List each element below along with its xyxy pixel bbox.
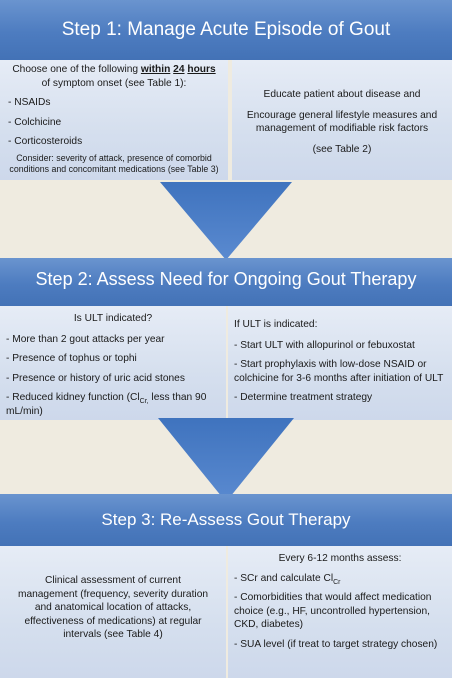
step3-clinical-assessment: Clinical assessment of current managemen… [17,575,209,640]
step1-lifestyle-text: Encourage general lifestyle measures and… [246,109,438,135]
step3-header: Step 3: Re-Assess Gout Therapy [0,494,452,546]
step3-item-sua: - SUA level (if treat to target strategy… [234,638,438,650]
step2-left-panel: Is ULT indicated? - More than 2 gout att… [0,306,226,420]
step2-if-ult: If ULT is indicated: [234,319,318,330]
step1-item-colchicine: - Colchicine [8,116,62,128]
step1-left-panel: Choose one of the following within 24 ho… [0,60,228,180]
step2-right-panel: If ULT is indicated: - Start ULT with al… [228,306,452,420]
step2-action-prophylaxis: - Start prophylaxis with low-dose NSAID … [234,359,444,384]
step2-action-start-ult: - Start ULT with allopurinol or febuxost… [234,339,415,351]
step1-item-corticosteroids: - Corticosteroids [8,136,83,147]
step2-action-strategy: - Determine treatment strategy [234,392,373,403]
step2-criterion-stones: - Presence or history of uric acid stone… [6,372,185,384]
step1-table-ref: (see Table 2) [312,143,372,155]
step1-intro: Choose one of the following within 24 ho… [12,64,216,89]
arrow-down-1 [160,182,292,260]
step1-consider-note: Consider: severity of attack, presence o… [9,152,219,174]
step2-criterion-tophi: - Presence of tophus or tophi [6,353,137,364]
step3-title: Step 3: Re-Assess Gout Therapy [101,510,351,529]
step2-criterion-kidney: - Reduced kidney function (ClCr, less th… [6,392,207,417]
step3-right-panel: Every 6-12 months assess: - SCr and calc… [228,546,452,678]
step2-title: Step 2: Assess Need for Ongoing Gout The… [35,269,417,289]
step1-header: Step 1: Manage Acute Episode of Gout [0,0,452,60]
step1-title: Step 1: Manage Acute Episode of Gout [61,19,391,40]
step3-assess-heading: Every 6-12 months assess: [278,553,402,564]
step1-educate-text: Educate patient about disease and [263,89,421,100]
arrow-down-2 [158,418,294,502]
step3-left-panel: Clinical assessment of current managemen… [0,546,226,678]
step3-item-scr: - SCr and calculate ClCr [234,572,341,586]
step1-right-panel: Educate patient about disease and Encour… [232,60,452,180]
step2-header: Step 2: Assess Need for Ongoing Gout The… [0,258,452,306]
step2-ult-question: Is ULT indicated? [73,313,153,324]
step2-criterion-attacks: - More than 2 gout attacks per year [6,333,165,345]
step3-item-comorbidities: - Comorbidities that would affect medica… [234,592,432,630]
step1-item-nsaids: - NSAIDs [8,97,51,108]
